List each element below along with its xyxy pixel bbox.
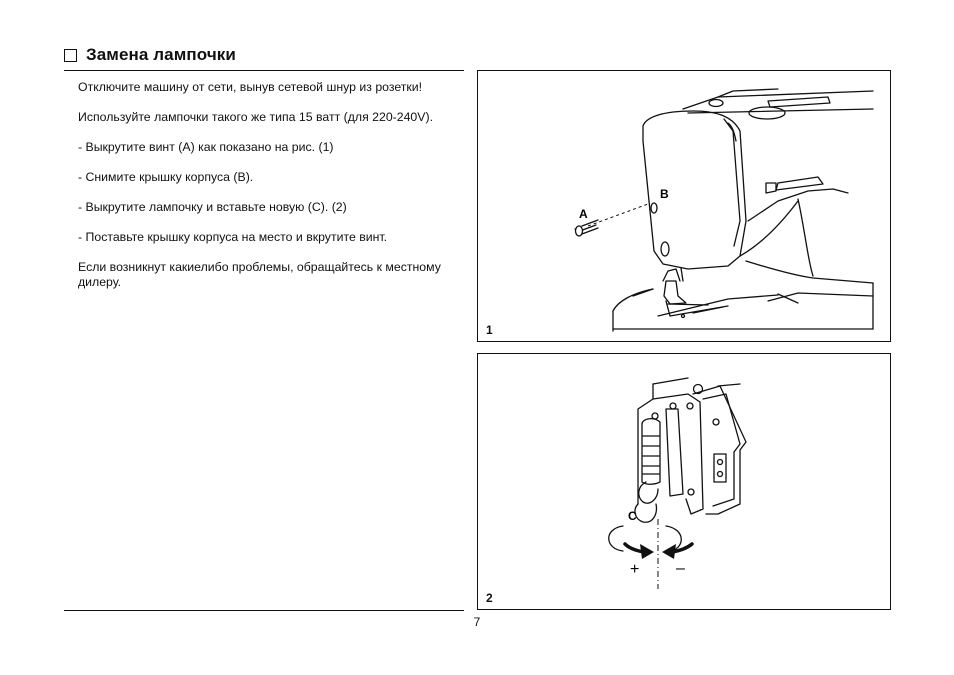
- heading-underline: [64, 70, 464, 71]
- tighten-plus-label: +: [630, 561, 639, 578]
- bulb-replacement-illustration: C + –: [608, 377, 747, 589]
- instruction-paragraph: - Выкрутите лампочку и вставьте новую (C…: [78, 200, 347, 214]
- sewing-machine-head-illustration: A B: [574, 88, 874, 332]
- page-number: 7: [473, 615, 481, 629]
- figure-number: 2: [486, 591, 493, 605]
- figure-1: A B 1: [477, 70, 891, 342]
- figure-2: C + – 2: [477, 353, 891, 610]
- cover-label: B: [660, 187, 669, 201]
- footer-rule: [64, 610, 464, 611]
- instructions: Отключите машину от сети, вынув сетевой …: [78, 80, 473, 305]
- instruction-paragraph: Используйте лампочки такого же типа 15 в…: [78, 110, 433, 124]
- instruction-paragraph: Если возникнут какиелибо проблемы, обращ…: [78, 260, 441, 289]
- section-heading: Замена лампочки: [64, 45, 236, 65]
- instruction-paragraph: Отключите машину от сети, вынув сетевой …: [78, 80, 423, 94]
- section-title: Замена лампочки: [86, 45, 236, 64]
- instruction-paragraph: - Поставьте крышку корпуса на место и вк…: [78, 230, 388, 244]
- instruction-paragraph: - Выкрутите винт (A) как показано на рис…: [78, 140, 334, 154]
- screw-label: A: [579, 207, 588, 221]
- instruction-paragraph: - Снимите крышку корпуса (B).: [78, 170, 254, 184]
- loosen-minus-label: –: [676, 560, 685, 577]
- checkbox-square-icon: [64, 48, 77, 62]
- bulb-label: C: [628, 509, 637, 523]
- figure-number: 1: [486, 323, 493, 337]
